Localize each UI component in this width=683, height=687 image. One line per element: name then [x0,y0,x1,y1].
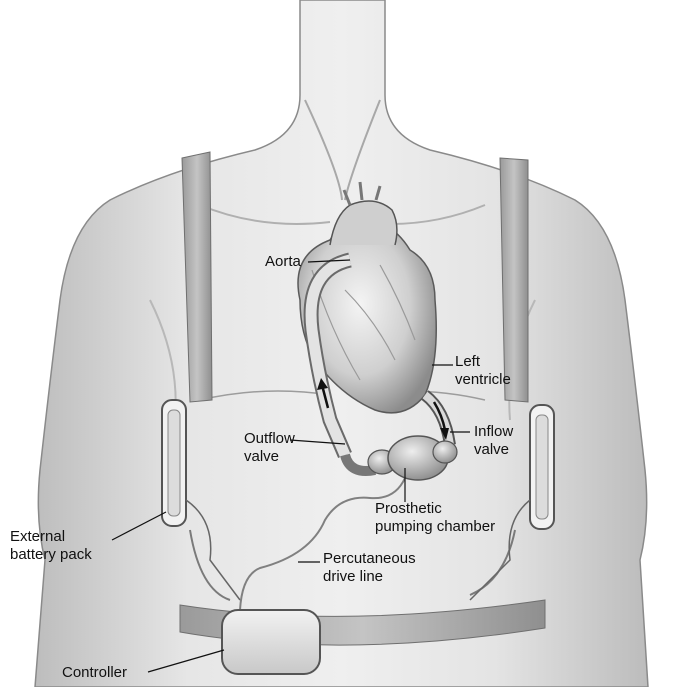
label-prosthetic-chamber: Prosthetic pumping chamber [375,500,495,536]
label-battery-pack: External battery pack [10,528,92,564]
label-controller: Controller [62,664,127,682]
label-left-ventricle: Left ventricle [455,353,511,389]
controller [222,610,320,674]
label-aorta: Aorta [265,253,301,271]
label-drive-line: Percutaneous drive line [323,550,416,586]
label-inflow-valve: Inflow valve [474,423,513,459]
label-outflow-valve: Outflow valve [244,430,295,466]
